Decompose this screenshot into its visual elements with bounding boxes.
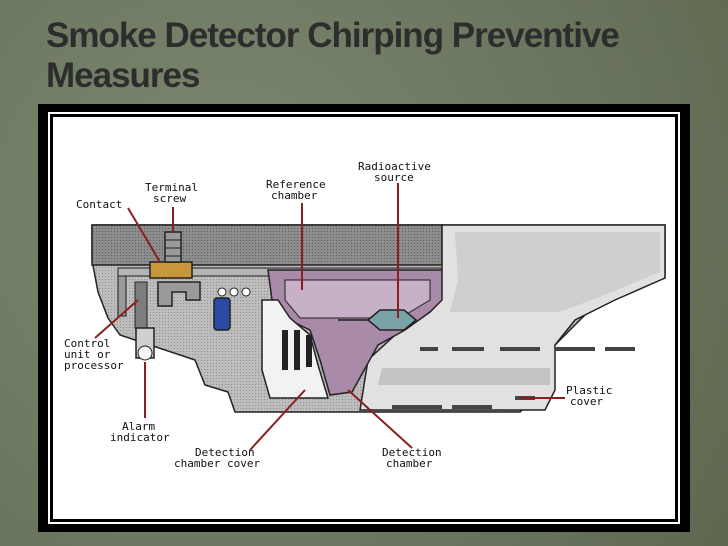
label-terminal-screw-1: Terminal bbox=[145, 181, 198, 194]
label-alarm-indicator-1: Alarm bbox=[122, 420, 155, 433]
label-detection-chamber-2: chamber bbox=[386, 457, 433, 470]
slide-title: Smoke Detector Chirping Preventive Measu… bbox=[46, 16, 620, 95]
label-detection-chamber-cover-2: chamber cover bbox=[174, 457, 260, 470]
label-alarm-indicator-2: indicator bbox=[110, 431, 170, 444]
terminal-screw-element bbox=[164, 231, 182, 263]
label-contact: Contact bbox=[76, 198, 122, 211]
label-control-unit-3: processor bbox=[64, 359, 124, 372]
label-detection-chamber-cover-1: Detection bbox=[195, 446, 255, 459]
top-plate bbox=[91, 224, 443, 266]
label-control-unit-2: unit or bbox=[64, 348, 111, 361]
label-terminal-screw-2: screw bbox=[153, 192, 186, 205]
label-plastic-cover-1: Plastic bbox=[566, 384, 612, 397]
label-control-unit-1: Control bbox=[64, 337, 110, 350]
label-radioactive-source-1: Radioactive bbox=[358, 160, 431, 173]
contact-element bbox=[149, 261, 193, 279]
label-radioactive-source-2: source bbox=[374, 171, 414, 184]
label-reference-chamber-2: chamber bbox=[271, 189, 318, 202]
radioactive-source-element bbox=[366, 309, 418, 331]
label-reference-chamber-1: Reference bbox=[266, 178, 326, 191]
leader-lines bbox=[94, 183, 565, 451]
battery-element bbox=[213, 297, 231, 331]
label-detection-chamber-1: Detection bbox=[382, 446, 442, 459]
label-plastic-cover-2: cover bbox=[570, 395, 603, 408]
